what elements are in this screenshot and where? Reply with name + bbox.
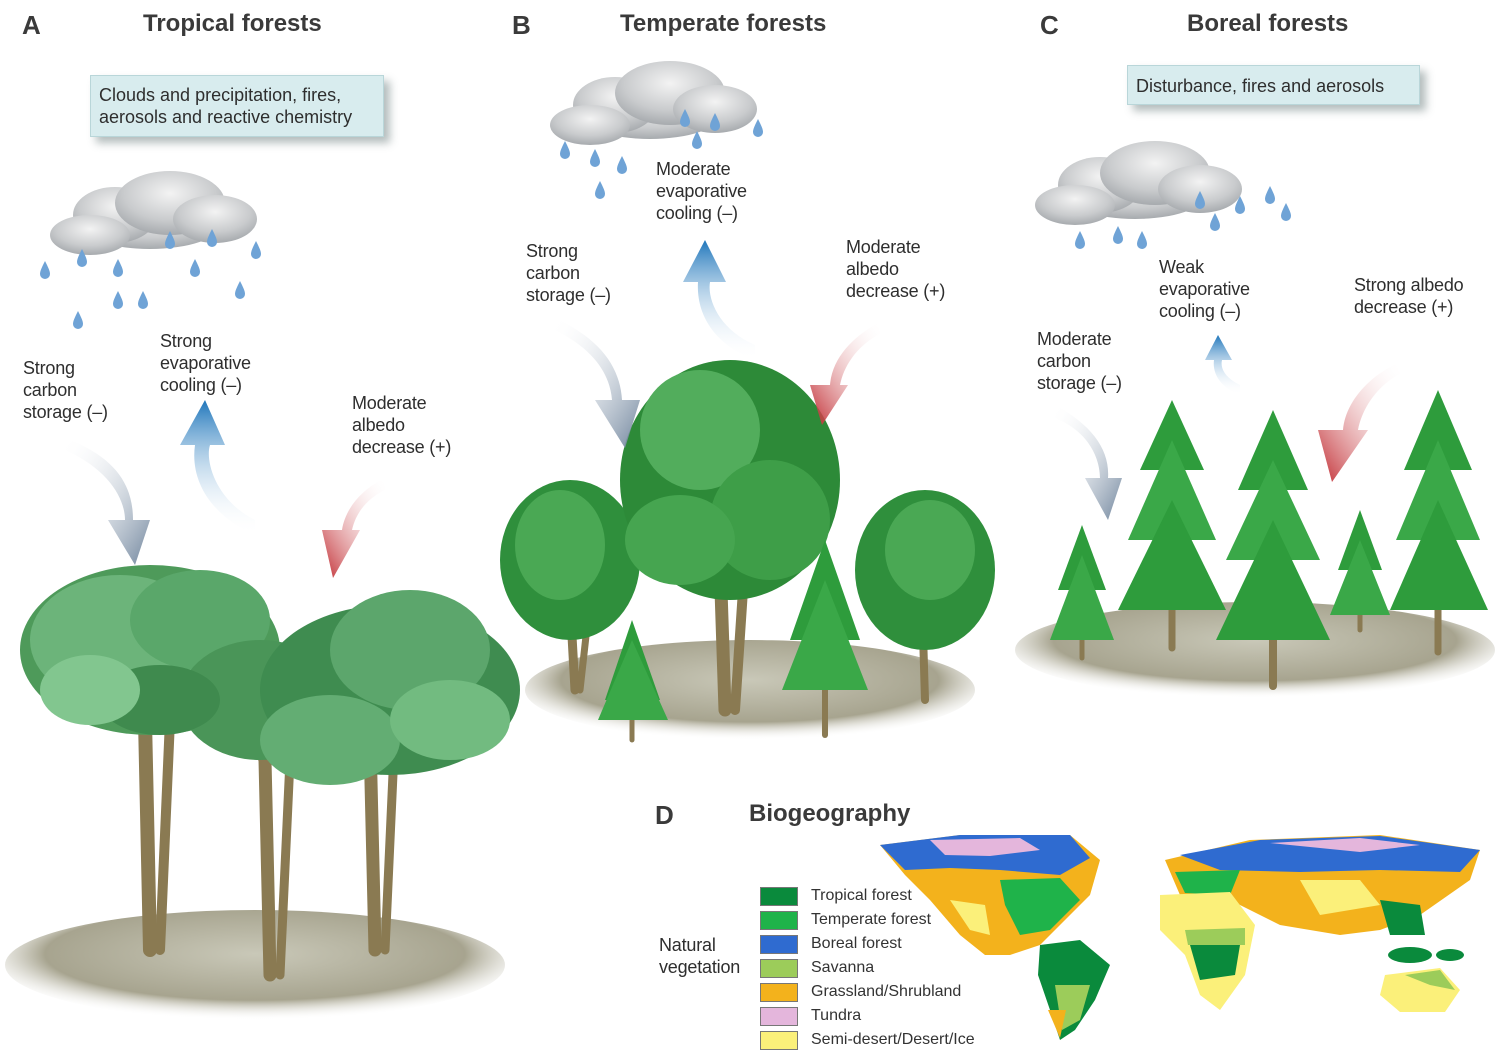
panel-c-title: Boreal forests [1187, 10, 1349, 37]
panel-a-graphic [5, 171, 520, 1020]
evaporative-cooling-arrow [180, 400, 255, 535]
legend-title: Natural vegetation [659, 935, 741, 977]
legend-label: Tundra [811, 1007, 862, 1024]
panel-b-albedo-label: Moderate albedo decrease (+) [846, 237, 946, 301]
albedo-arrow [810, 322, 880, 425]
albedo-arrow [1318, 362, 1400, 482]
panel-b-carbon-label: Strong carbon storage (–) [526, 241, 611, 305]
legend-item: Semi-desert/Desert/Ice [760, 1029, 975, 1051]
panel-c-carbon-label: Moderate carbon storage (–) [1037, 329, 1122, 393]
evaporative-cooling-arrow [683, 240, 755, 360]
panel-c-graphic [1015, 141, 1495, 698]
panel-b-graphic [500, 61, 995, 743]
legend-label: Boreal forest [811, 935, 902, 952]
panel-b-letter: B [512, 10, 531, 40]
ground [5, 910, 505, 1020]
evaporative-cooling-arrow [1205, 335, 1240, 395]
legend-label: Tropical forest [811, 887, 912, 904]
panel-a-carbon-label: Strong carbon storage (–) [23, 358, 108, 422]
legend-item: Temperate forest [760, 909, 931, 931]
boreal-canopy [1050, 390, 1488, 640]
legend-swatch [760, 1006, 798, 1026]
carbon-storage-arrow [1055, 405, 1122, 520]
legend-label: Semi-desert/Desert/Ice [811, 1031, 975, 1048]
ground [525, 640, 975, 740]
temperate-canopy [500, 360, 995, 720]
legend-swatch [760, 1030, 798, 1050]
ground [1015, 602, 1495, 698]
tropical-canopy [20, 565, 520, 785]
panel-b-evap-label: Moderate evaporative cooling (–) [656, 159, 747, 223]
legend-label: Temperate forest [811, 911, 932, 928]
panel-a-albedo-label: Moderate albedo decrease (+) [352, 393, 452, 457]
legend-item: Tundra [760, 1005, 861, 1027]
panel-d-title: Biogeography [749, 800, 911, 827]
panel-a-title: Tropical forests [143, 10, 322, 37]
panel-b-title: Temperate forests [620, 10, 827, 37]
legend-swatch [760, 934, 798, 954]
legend-label: Grassland/Shrubland [811, 983, 962, 1000]
legend-swatch [760, 886, 798, 906]
legend-item: Grassland/Shrubland [760, 981, 961, 1003]
legend-swatch [760, 982, 798, 1002]
legend-item: Tropical forest [760, 885, 912, 907]
panel-c-context-box: Disturbance, fires and aerosols [1127, 65, 1420, 105]
cloud-icon [550, 61, 757, 145]
panel-a-letter: A [22, 10, 41, 40]
cloud-icon [1035, 141, 1242, 225]
panel-c-evap-label: Weak evaporative cooling (–) [1159, 257, 1250, 321]
carbon-storage-arrow [555, 318, 640, 448]
panel-a-context-box: Clouds and precipitation, fires, aerosol… [90, 75, 384, 137]
cloud-icon [50, 171, 257, 255]
albedo-arrow [322, 478, 385, 578]
panel-c-letter: C [1040, 10, 1059, 40]
legend-item: Boreal forest [760, 933, 902, 955]
legend-swatch [760, 958, 798, 978]
legend-label: Savanna [811, 959, 875, 976]
panel-c-albedo-label: Strong albedo decrease (+) [1354, 275, 1464, 317]
panel-a-evap-label: Strong evaporative cooling (–) [160, 331, 251, 395]
carbon-storage-arrow [65, 438, 150, 565]
world-vegetation-map [880, 835, 1480, 1040]
legend-item: Savanna [760, 957, 874, 979]
panel-d-letter: D [655, 800, 674, 830]
legend-swatch [760, 910, 798, 930]
